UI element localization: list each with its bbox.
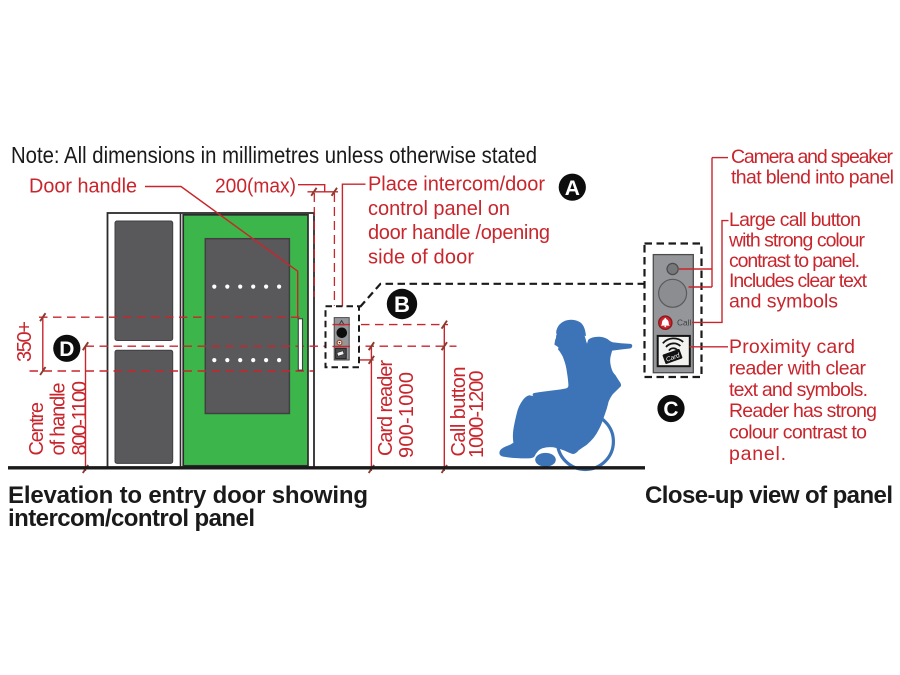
svg-text:and symbols: and symbols bbox=[729, 291, 838, 313]
svg-text:Camera and speaker: Camera and speaker bbox=[731, 146, 894, 168]
svg-text:reader with clear: reader with clear bbox=[729, 357, 867, 379]
svg-text:door handle /opening: door handle /opening bbox=[368, 222, 550, 244]
svg-text:Reader has strong: Reader has strong bbox=[729, 400, 877, 422]
svg-text:B: B bbox=[394, 292, 410, 317]
svg-text:Place intercom/door: Place intercom/door bbox=[368, 174, 545, 196]
svg-text:200(max): 200(max) bbox=[215, 176, 296, 198]
svg-text:of handle: of handle bbox=[48, 383, 70, 456]
svg-text:A: A bbox=[565, 177, 580, 200]
svg-text:side of door: side of door bbox=[368, 246, 474, 268]
svg-text:Elevation to entry door showin: Elevation to entry door showing bbox=[8, 482, 368, 509]
svg-text:intercom/control panel: intercom/control panel bbox=[8, 505, 255, 532]
svg-text:colour contrast to: colour contrast to bbox=[729, 422, 867, 444]
svg-text:Close-up view of panel: Close-up view of panel bbox=[645, 482, 893, 509]
svg-text:Door handle: Door handle bbox=[29, 176, 137, 198]
svg-text:text and symbols.: text and symbols. bbox=[729, 379, 868, 401]
svg-text:C: C bbox=[663, 398, 678, 421]
svg-text:Card reader: Card reader bbox=[375, 360, 397, 456]
svg-text:Large call button: Large call button bbox=[729, 209, 861, 231]
svg-text:with strong colour: with strong colour bbox=[728, 229, 866, 251]
svg-text:that blend into panel: that blend into panel bbox=[731, 166, 894, 188]
svg-text:Call: Call bbox=[677, 318, 691, 328]
svg-text:contrast to panel.: contrast to panel. bbox=[729, 250, 860, 272]
svg-text:800-1100: 800-1100 bbox=[69, 381, 91, 456]
svg-text:1000-1200: 1000-1200 bbox=[466, 371, 488, 459]
svg-text:D: D bbox=[59, 338, 74, 361]
svg-text:350+: 350+ bbox=[14, 321, 36, 362]
svg-text:Note: All dimensions in millim: Note: All dimensions in millimetres unle… bbox=[11, 142, 537, 168]
svg-text:Card: Card bbox=[665, 352, 681, 364]
svg-text:Call button: Call button bbox=[448, 367, 470, 457]
svg-text:900-1000: 900-1000 bbox=[396, 372, 418, 458]
svg-text:Proximity card: Proximity card bbox=[729, 336, 855, 358]
svg-text:panel.: panel. bbox=[729, 443, 786, 465]
svg-text:control panel on: control panel on bbox=[368, 198, 510, 220]
svg-text:Centre: Centre bbox=[26, 402, 48, 456]
svg-text:Includes clear text: Includes clear text bbox=[729, 270, 868, 292]
